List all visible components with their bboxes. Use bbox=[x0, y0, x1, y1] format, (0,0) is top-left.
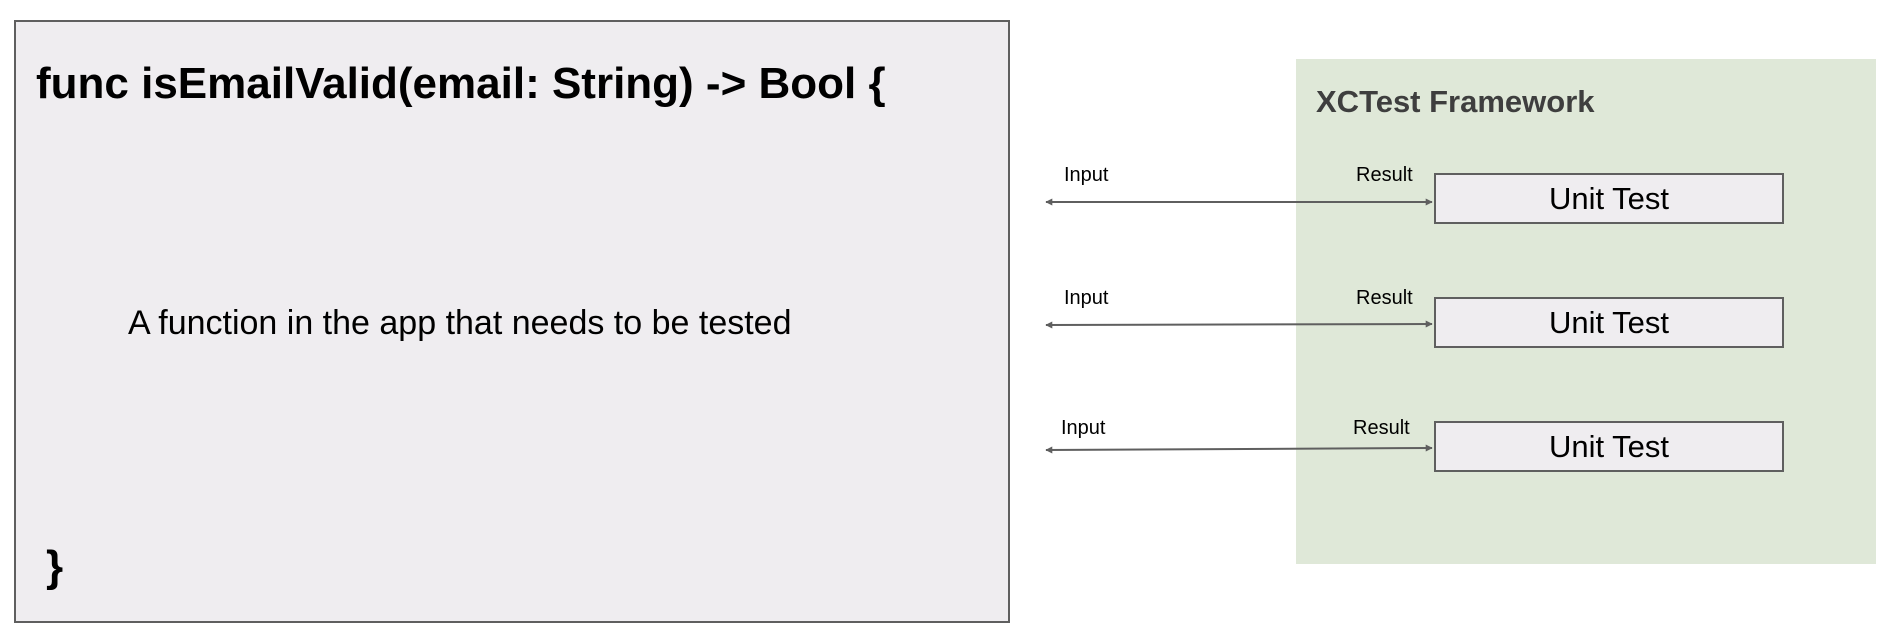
unit-test-label: Unit Test bbox=[1548, 304, 1670, 340]
function-box: func isEmailValid(email: String) -> Bool… bbox=[14, 20, 1010, 623]
result-label-2: Result bbox=[1356, 287, 1413, 309]
unit-test-box-3: Unit Test bbox=[1434, 421, 1784, 472]
unit-test-label: Unit Test bbox=[1548, 428, 1670, 464]
input-label-2: Input bbox=[1064, 287, 1109, 309]
result-label-3: Result bbox=[1353, 417, 1410, 439]
unit-test-label: Unit Test bbox=[1548, 180, 1670, 216]
result-label-1: Result bbox=[1356, 164, 1413, 186]
closing-brace: } bbox=[46, 542, 64, 591]
unit-test-box-1: Unit Test bbox=[1434, 173, 1784, 224]
input-label-1: Input bbox=[1064, 164, 1109, 186]
function-description: A function in the app that needs to be t… bbox=[128, 304, 792, 342]
function-signature: func isEmailValid(email: String) -> Bool… bbox=[36, 59, 886, 108]
unit-test-box-2: Unit Test bbox=[1434, 297, 1784, 348]
framework-title: XCTest Framework bbox=[1316, 84, 1595, 119]
input-label-3: Input bbox=[1061, 417, 1106, 439]
